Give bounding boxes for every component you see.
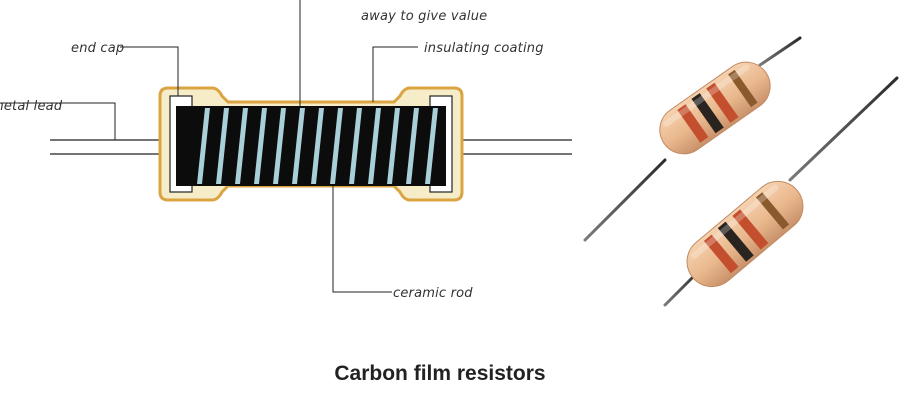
resistor-photo-lower bbox=[663, 76, 899, 307]
groove bbox=[368, 108, 381, 184]
lead-wire bbox=[758, 36, 802, 67]
label-end-cap: end cap bbox=[71, 41, 124, 56]
color-band bbox=[728, 69, 758, 108]
label-insulating-coating: insulating coating bbox=[424, 41, 544, 56]
groove bbox=[197, 108, 210, 184]
metal-lead-right bbox=[462, 139, 572, 155]
groove bbox=[292, 108, 305, 184]
lead-wire bbox=[583, 158, 667, 242]
groove bbox=[330, 108, 343, 184]
color-band bbox=[732, 209, 769, 250]
groove bbox=[425, 108, 438, 184]
groove bbox=[311, 108, 324, 184]
color-band bbox=[691, 93, 724, 134]
color-band bbox=[703, 234, 739, 274]
figure-caption: Carbon film resistors bbox=[334, 362, 545, 385]
resistor-photo bbox=[583, 36, 899, 307]
groove bbox=[349, 108, 362, 184]
groove bbox=[406, 108, 419, 184]
metal-lead-left bbox=[50, 139, 160, 155]
groove bbox=[235, 108, 248, 184]
color-band bbox=[717, 221, 754, 262]
label-metal-lead: metal lead bbox=[0, 99, 63, 114]
label-ceramic-rod: ceramic rod bbox=[393, 286, 473, 301]
groove bbox=[273, 108, 286, 184]
groove bbox=[387, 108, 400, 184]
label-top-partial: away to give value bbox=[361, 9, 487, 24]
color-band bbox=[677, 104, 709, 143]
groove bbox=[216, 108, 229, 184]
lead-wire bbox=[788, 76, 899, 182]
color-band bbox=[706, 82, 739, 123]
carbon-film bbox=[176, 106, 446, 186]
leader-lines bbox=[0, 0, 418, 293]
groove bbox=[254, 108, 267, 184]
resistor-cross-section: away to give value end cap metal lead in… bbox=[0, 0, 572, 301]
helical-grooves bbox=[197, 108, 438, 184]
color-band bbox=[756, 192, 790, 230]
resistor-photo-upper bbox=[583, 36, 802, 242]
